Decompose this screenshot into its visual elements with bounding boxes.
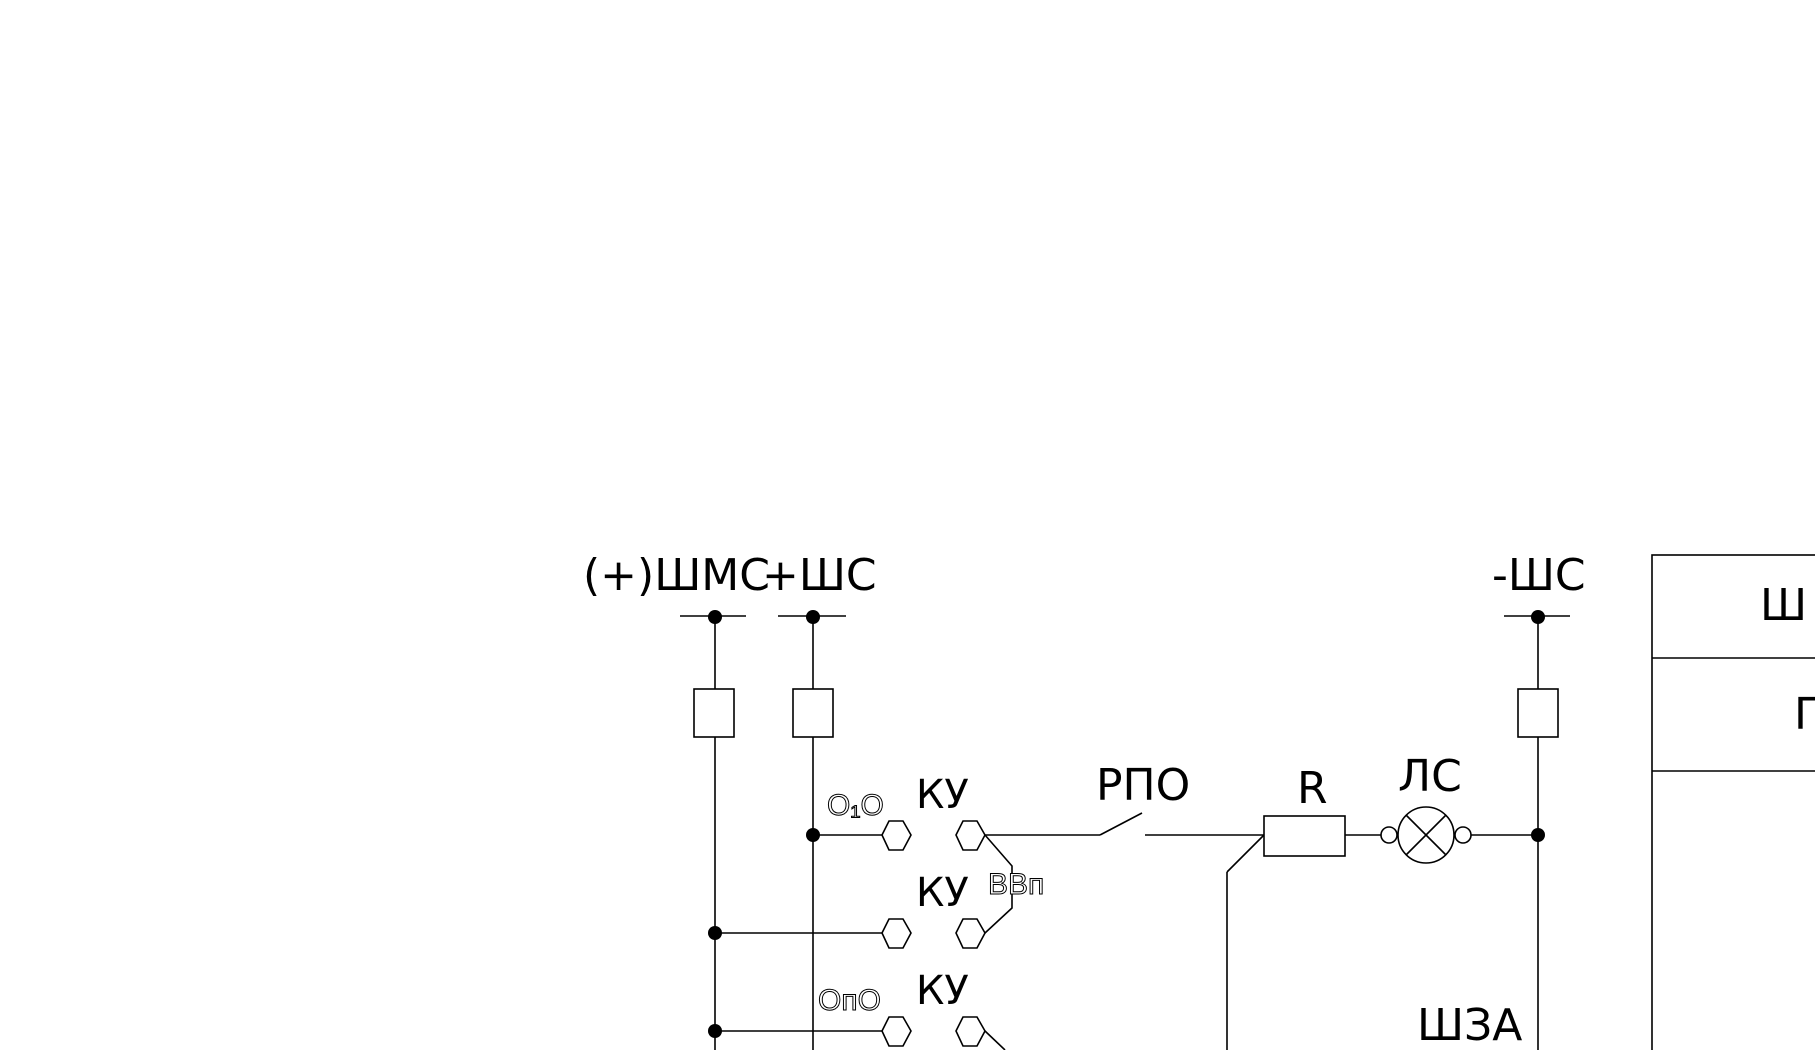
side-table-row1: Ш xyxy=(1760,580,1807,631)
label-pos-vvp: ВВп xyxy=(988,868,1044,901)
label-ku-2: КУ xyxy=(916,870,969,916)
terminal-ku2-left xyxy=(881,918,912,949)
label-pos-opo: ОпО xyxy=(818,984,881,1017)
label-ku-3: КУ xyxy=(916,968,969,1014)
lamp-terminal-right xyxy=(1454,826,1472,844)
node-row1-right xyxy=(1531,828,1545,842)
terminal-ku2-right xyxy=(955,918,986,949)
wire-shza-diag xyxy=(1226,834,1265,873)
bus-label-shs-minus: -ШС xyxy=(1492,550,1586,601)
lamp-cross-b xyxy=(1405,814,1447,856)
contact-rpo xyxy=(1099,812,1143,836)
terminal-ku1-left xyxy=(881,820,912,851)
bus-label-shs-plus: +ШС xyxy=(762,550,877,601)
wire-row3-b xyxy=(984,1030,1006,1050)
label-shza: ШЗА xyxy=(1417,1000,1522,1050)
bus-label-shms-plus: (+)ШМС xyxy=(583,550,770,601)
fuse-shs-plus xyxy=(792,688,834,738)
fuse-shms-plus xyxy=(693,688,735,738)
label-ku-1: КУ xyxy=(916,772,969,818)
resistor-r xyxy=(1263,815,1346,857)
terminal-ku1-right xyxy=(955,820,986,851)
lamp-terminal-left xyxy=(1380,826,1398,844)
side-table xyxy=(1651,554,1815,1050)
link-vvp xyxy=(984,834,1013,934)
terminal-ku3-right xyxy=(955,1016,986,1047)
fuse-shs-minus xyxy=(1517,688,1559,738)
label-rpo: РПО xyxy=(1096,760,1190,811)
side-table-row2: Г xyxy=(1794,689,1815,740)
label-resistor: R xyxy=(1297,763,1328,814)
label-lamp: ЛС xyxy=(1398,751,1462,802)
label-pos-o1o: О₁О xyxy=(827,789,884,822)
terminal-ku3-left xyxy=(881,1016,912,1047)
